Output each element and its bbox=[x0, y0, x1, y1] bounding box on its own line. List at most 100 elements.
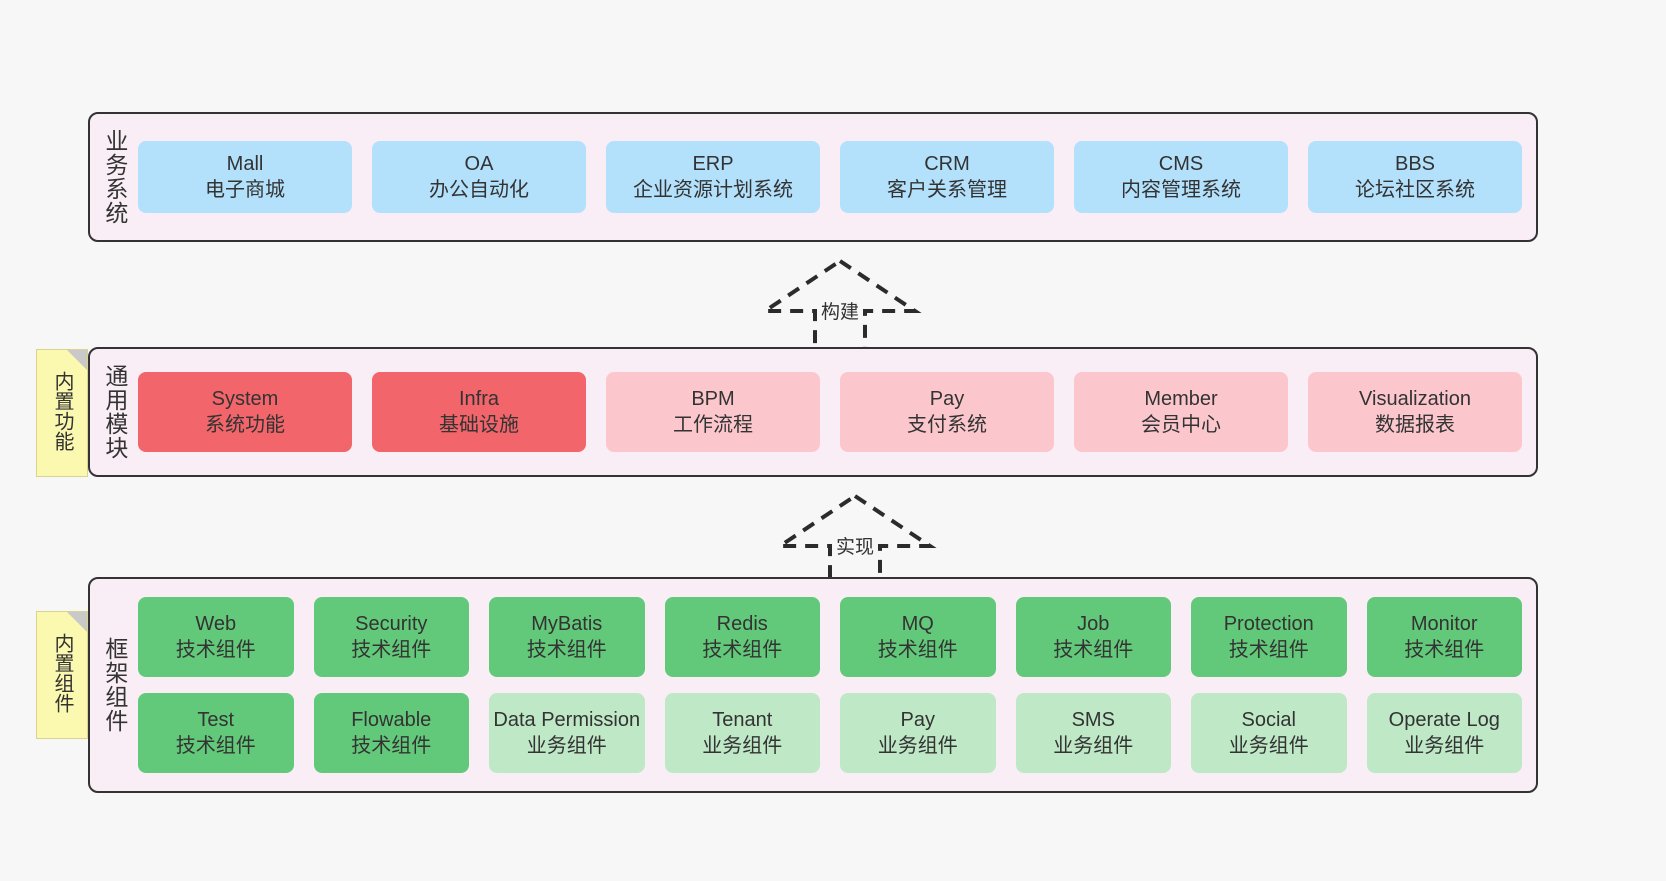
node-tenant[interactable]: Tenant 业务组件 bbox=[664, 693, 820, 773]
node-social-en: Social bbox=[1241, 709, 1296, 731]
node-mq-cn: 技术组件 bbox=[877, 639, 958, 661]
node-job-cn: 技术组件 bbox=[1053, 639, 1134, 661]
node-pay-common-en: Pay bbox=[929, 388, 965, 410]
node-monitor[interactable]: Monitor 技术组件 bbox=[1366, 597, 1522, 677]
node-social[interactable]: Social 业务组件 bbox=[1191, 693, 1347, 773]
node-data-permission[interactable]: Data Permission 业务组件 bbox=[489, 693, 645, 773]
node-system[interactable]: System 系统功能 bbox=[138, 372, 352, 452]
node-flowable-cn: 技术组件 bbox=[351, 735, 432, 757]
node-web[interactable]: Web 技术组件 bbox=[138, 597, 294, 677]
node-job-en: Job bbox=[1077, 613, 1110, 635]
node-cms-cn: 内容管理系统 bbox=[1121, 179, 1241, 201]
node-erp-cn: 企业资源计划系统 bbox=[633, 179, 793, 201]
node-data-permission-en: Data Permission bbox=[493, 709, 641, 731]
node-infra-cn: 基础设施 bbox=[439, 414, 519, 436]
node-pay-common[interactable]: Pay 支付系统 bbox=[840, 372, 1054, 452]
node-web-cn: 技术组件 bbox=[175, 639, 256, 661]
node-redis[interactable]: Redis 技术组件 bbox=[664, 597, 820, 677]
layer-body-business: Mall 电子商城 OA 办公自动化 ERP 企业资源计划系统 CRM 客户关系… bbox=[138, 114, 1536, 240]
node-member-en: Member bbox=[1144, 388, 1218, 410]
node-crm-en: CRM bbox=[924, 153, 970, 175]
node-cms[interactable]: CMS 内容管理系统 bbox=[1074, 141, 1288, 213]
node-oa[interactable]: OA 办公自动化 bbox=[372, 141, 586, 213]
node-security[interactable]: Security 技术组件 bbox=[313, 597, 469, 677]
node-pay-component-en: Pay bbox=[900, 709, 935, 731]
node-member[interactable]: Member 会员中心 bbox=[1074, 372, 1288, 452]
node-security-en: Security bbox=[355, 613, 428, 635]
node-member-cn: 会员中心 bbox=[1141, 414, 1221, 436]
connector-implement-label: 实现 bbox=[833, 532, 877, 559]
node-operate-log-cn: 业务组件 bbox=[1404, 735, 1485, 757]
layer-business-systems: 业务系统 Mall 电子商城 OA 办公自动化 ERP 企业资源计划系统 CRM… bbox=[88, 112, 1538, 242]
node-pay-component[interactable]: Pay 业务组件 bbox=[840, 693, 996, 773]
node-mq[interactable]: MQ 技术组件 bbox=[840, 597, 996, 677]
layer-framework-components: 框架组件 Web 技术组件 Security 技术组件 MyBatis 技术组件… bbox=[88, 577, 1538, 793]
node-infra-en: Infra bbox=[458, 388, 500, 410]
node-bpm-cn: 工作流程 bbox=[673, 414, 753, 436]
note-builtin-functions: 内置功能 bbox=[36, 349, 88, 477]
node-erp[interactable]: ERP 企业资源计划系统 bbox=[606, 141, 820, 213]
node-test-en: Test bbox=[197, 709, 235, 731]
node-operate-log-en: Operate Log bbox=[1388, 709, 1500, 731]
layer-title-framework: 框架组件 bbox=[101, 637, 128, 733]
node-bpm-en: BPM bbox=[691, 388, 735, 410]
layer-title-common: 通用模块 bbox=[101, 364, 128, 460]
node-test[interactable]: Test 技术组件 bbox=[138, 693, 294, 773]
node-monitor-en: Monitor bbox=[1410, 613, 1478, 635]
node-sms-cn: 业务组件 bbox=[1053, 735, 1134, 757]
connector-build-label: 构建 bbox=[818, 297, 862, 324]
node-oa-cn: 办公自动化 bbox=[429, 179, 529, 201]
node-test-cn: 技术组件 bbox=[175, 735, 256, 757]
node-pay-component-cn: 业务组件 bbox=[877, 735, 958, 757]
node-visualization[interactable]: Visualization 数据报表 bbox=[1308, 372, 1522, 452]
node-protection-en: Protection bbox=[1223, 613, 1314, 635]
node-pay-common-cn: 支付系统 bbox=[907, 414, 987, 436]
node-protection-cn: 技术组件 bbox=[1228, 639, 1309, 661]
node-data-permission-cn: 业务组件 bbox=[526, 735, 607, 757]
node-tenant-en: Tenant bbox=[712, 709, 773, 731]
node-bbs-en: BBS bbox=[1394, 153, 1436, 175]
connector-implement-arrow-icon: 实现 bbox=[770, 490, 940, 590]
node-flowable-en: Flowable bbox=[351, 709, 432, 731]
note-fold-corner-icon bbox=[67, 350, 87, 370]
note-builtin-components-label: 内置组件 bbox=[51, 633, 73, 713]
node-infra[interactable]: Infra 基础设施 bbox=[372, 372, 586, 452]
node-redis-cn: 技术组件 bbox=[702, 639, 783, 661]
node-mall-cn: 电子商城 bbox=[205, 179, 285, 201]
layer-body-framework: Web 技术组件 Security 技术组件 MyBatis 技术组件 Redi… bbox=[138, 579, 1536, 791]
node-system-en: System bbox=[211, 388, 279, 410]
node-bbs-cn: 论坛社区系统 bbox=[1355, 179, 1475, 201]
node-web-en: Web bbox=[195, 613, 237, 635]
node-crm[interactable]: CRM 客户关系管理 bbox=[840, 141, 1054, 213]
connector-build-arrow-icon: 构建 bbox=[755, 255, 925, 355]
node-operate-log[interactable]: Operate Log 业务组件 bbox=[1366, 693, 1522, 773]
node-redis-en: Redis bbox=[716, 613, 768, 635]
node-protection[interactable]: Protection 技术组件 bbox=[1191, 597, 1347, 677]
node-sms[interactable]: SMS 业务组件 bbox=[1015, 693, 1171, 773]
node-tenant-cn: 业务组件 bbox=[702, 735, 783, 757]
note-builtin-components: 内置组件 bbox=[36, 611, 88, 739]
node-mall-en: Mall bbox=[226, 153, 264, 175]
node-monitor-cn: 技术组件 bbox=[1404, 639, 1485, 661]
business-node-row: Mall 电子商城 OA 办公自动化 ERP 企业资源计划系统 CRM 客户关系… bbox=[138, 141, 1522, 213]
node-security-cn: 技术组件 bbox=[351, 639, 432, 661]
node-mybatis-cn: 技术组件 bbox=[526, 639, 607, 661]
layer-common-modules: 通用模块 System 系统功能 Infra 基础设施 BPM 工作流程 Pay… bbox=[88, 347, 1538, 477]
node-mybatis[interactable]: MyBatis 技术组件 bbox=[489, 597, 645, 677]
common-node-row: System 系统功能 Infra 基础设施 BPM 工作流程 Pay 支付系统… bbox=[138, 372, 1522, 452]
node-bpm[interactable]: BPM 工作流程 bbox=[606, 372, 820, 452]
framework-node-row-1: Web 技术组件 Security 技术组件 MyBatis 技术组件 Redi… bbox=[138, 597, 1522, 677]
node-visualization-en: Visualization bbox=[1359, 388, 1471, 410]
node-flowable[interactable]: Flowable 技术组件 bbox=[313, 693, 469, 773]
node-crm-cn: 客户关系管理 bbox=[887, 179, 1007, 201]
layer-body-common: System 系统功能 Infra 基础设施 BPM 工作流程 Pay 支付系统… bbox=[138, 349, 1536, 475]
node-sms-en: SMS bbox=[1071, 709, 1115, 731]
node-mybatis-en: MyBatis bbox=[531, 613, 603, 635]
node-social-cn: 业务组件 bbox=[1228, 735, 1309, 757]
node-oa-en: OA bbox=[464, 153, 494, 175]
node-job[interactable]: Job 技术组件 bbox=[1015, 597, 1171, 677]
node-mall[interactable]: Mall 电子商城 bbox=[138, 141, 352, 213]
layer-title-business: 业务系统 bbox=[101, 129, 128, 225]
node-bbs[interactable]: BBS 论坛社区系统 bbox=[1308, 141, 1522, 213]
